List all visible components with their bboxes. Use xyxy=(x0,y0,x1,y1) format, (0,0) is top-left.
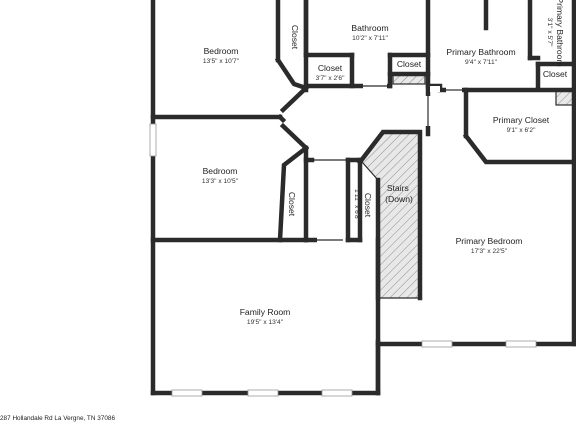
bedroom-2-name: Bedroom xyxy=(203,166,238,176)
bathroom-name: Bathroom xyxy=(351,23,388,33)
primary-closet-name: Primary Closet xyxy=(493,115,550,125)
windows xyxy=(149,123,537,397)
stairs-name: Stairs (Down) xyxy=(385,183,413,204)
opening-lines xyxy=(312,85,462,241)
closet-3-name: Closet xyxy=(363,193,373,218)
closet-bath-name: Closet xyxy=(397,59,422,69)
closet-3-dims: 1'11" x 6'8" xyxy=(353,189,360,222)
bedroom-1-name: Bedroom xyxy=(204,46,239,56)
primary-bathroom-2-name: Primary Bathroom xyxy=(555,0,565,67)
property-address: 287 Hollandale Rd La Vergne, TN 37086 xyxy=(0,415,115,422)
closet-1-name: Closet xyxy=(290,25,300,50)
family-room-name: Family Room xyxy=(240,307,291,317)
primary-bedroom-dims: 17'3" x 22'5" xyxy=(471,248,508,255)
utility-hatch-2 xyxy=(555,90,575,106)
closet-hall-name: Closet xyxy=(318,63,343,73)
closet-hall-dims: 3'7" x 2'6" xyxy=(316,75,345,82)
bedroom-2-dims: 13'3" x 10'5" xyxy=(202,178,239,185)
primary-closet-dims: 9'1" x 6'2" xyxy=(507,127,536,134)
primary-bathroom-2-dims: 3'1" x 5'7" xyxy=(546,18,553,47)
closet-2-name: Closet xyxy=(287,192,297,217)
labels: Bedroom 13'5" x 10'7" Closet Bathroom 10… xyxy=(202,0,568,326)
stairs-name-line-2: (Down) xyxy=(385,194,413,204)
stairs-name-line-1: Stairs xyxy=(387,183,409,193)
family-room-dims: 19'5" x 13'4" xyxy=(247,319,284,326)
closet-primary-name: Closet xyxy=(543,69,568,79)
bathroom-dims: 10'2" x 7'11" xyxy=(352,35,388,42)
primary-bedroom-name: Primary Bedroom xyxy=(456,236,523,246)
bedroom-1-dims: 13'5" x 10'7" xyxy=(203,58,240,65)
primary-bathroom-name: Primary Bathroom xyxy=(446,47,515,57)
primary-bathroom-dims: 9'4" x 7'11" xyxy=(465,59,498,66)
